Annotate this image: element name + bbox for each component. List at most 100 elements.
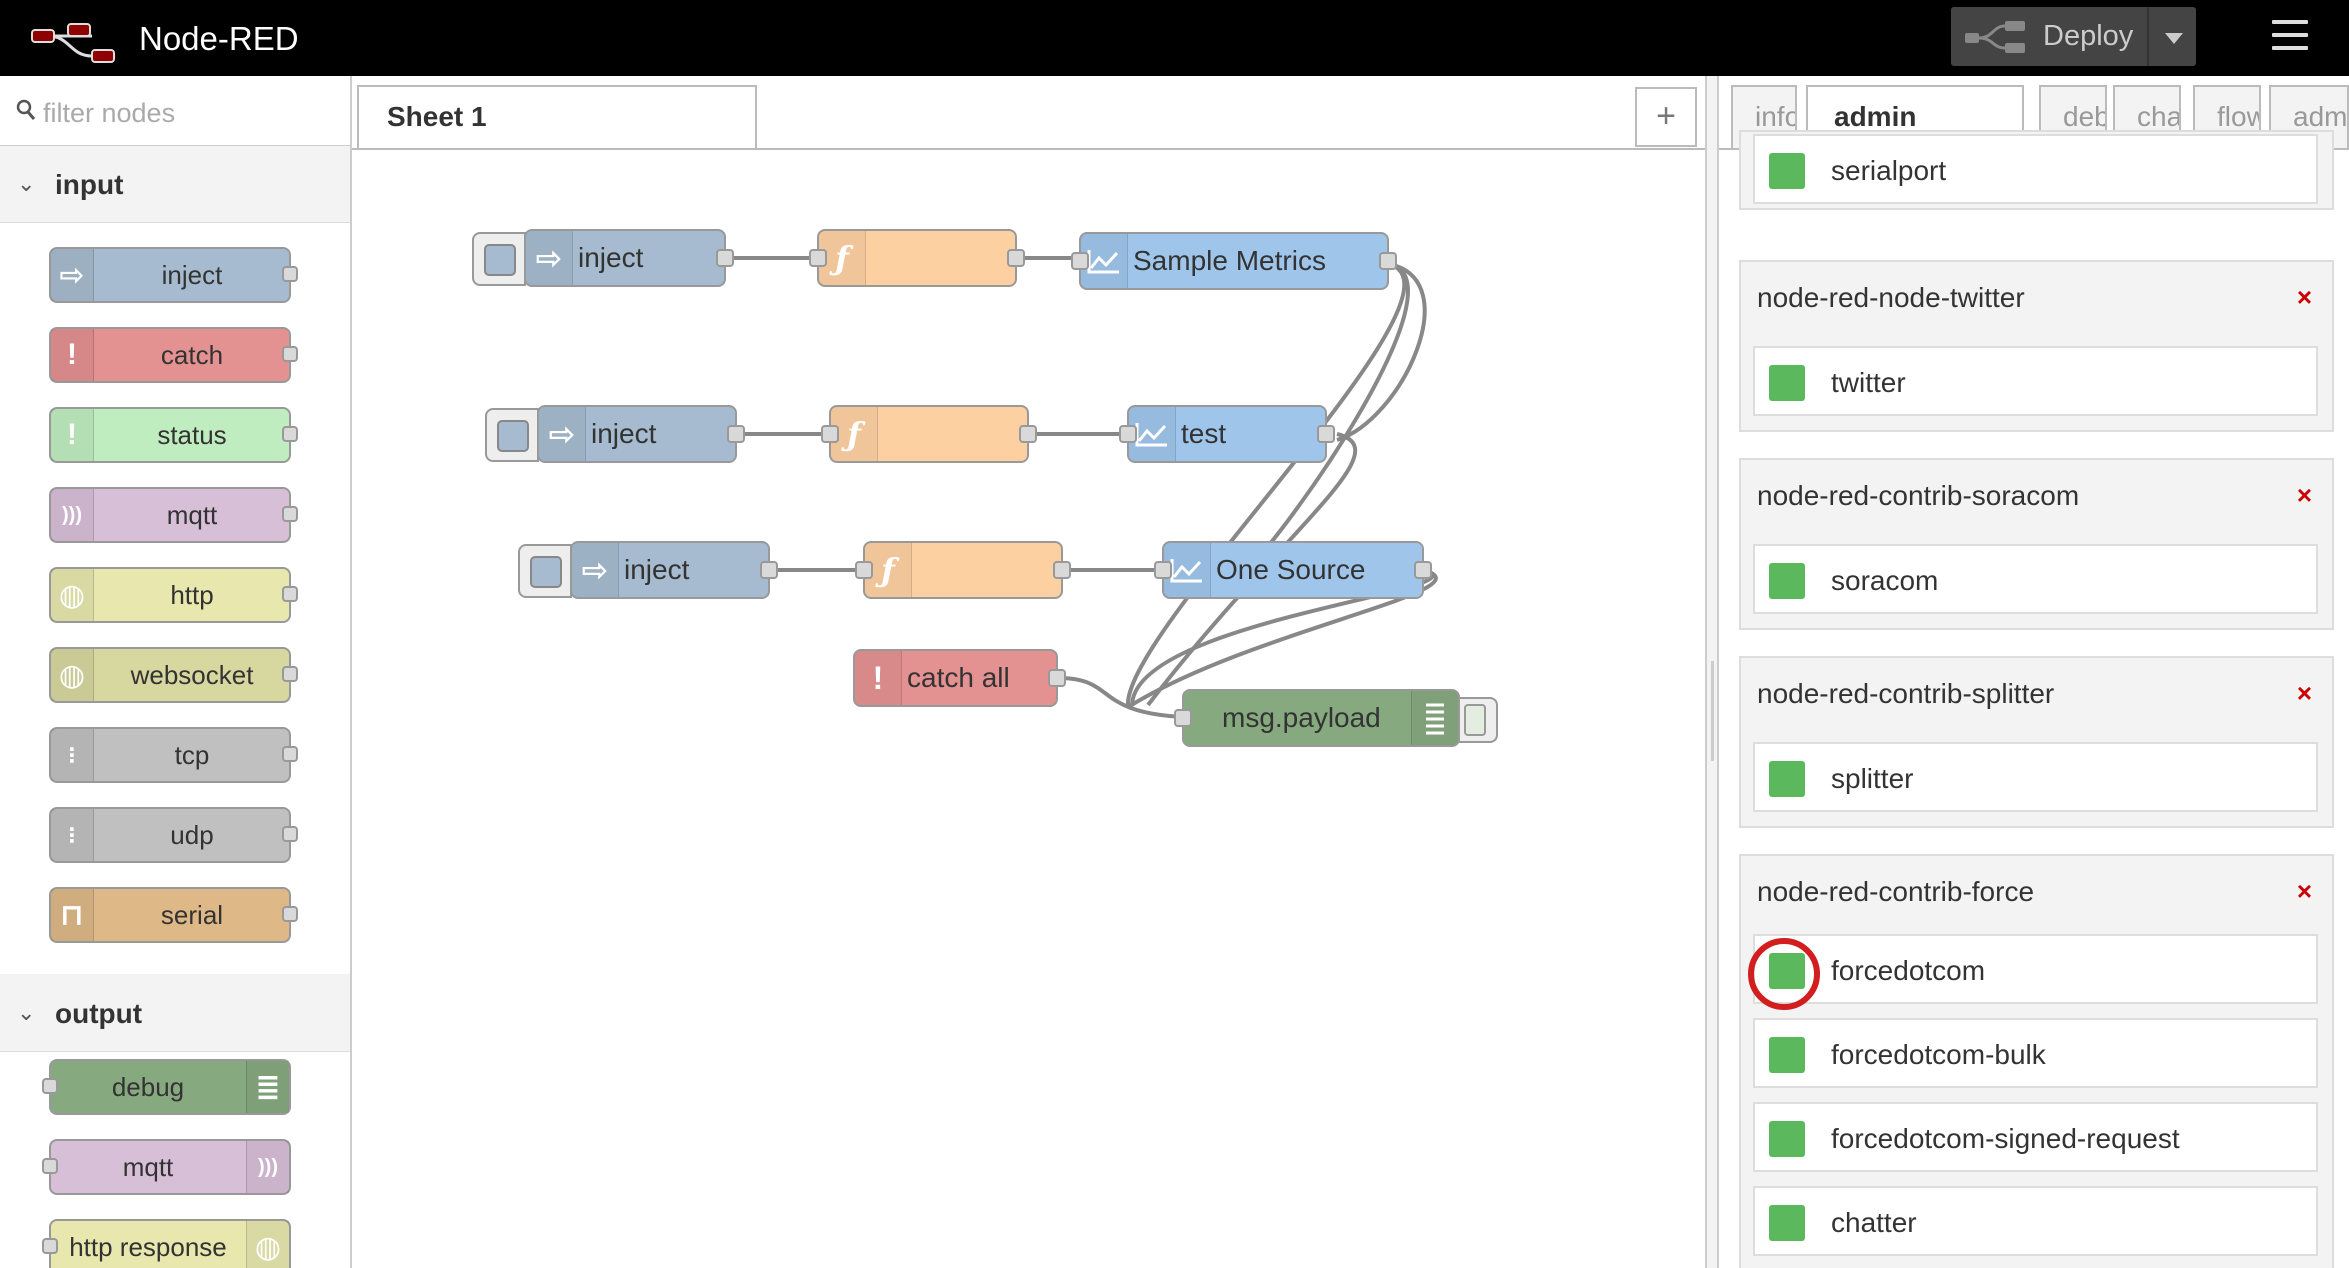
module-card-node-red-contrib-force: node-red-contrib-force × forcedotcom for…: [1739, 854, 2334, 1268]
palette-node-debug[interactable]: ≣ debug: [42, 1059, 291, 1115]
tab-label: admin: [1834, 101, 1917, 132]
wire: [1057, 676, 1183, 719]
output-port[interactable]: [1053, 561, 1071, 579]
node-label: [917, 543, 1055, 597]
palette-node-serial[interactable]: ⊓serial: [49, 887, 298, 943]
palette-node-label: debug: [111, 1072, 185, 1102]
deploy-button[interactable]: Deploy: [1951, 7, 2196, 66]
arrow-right-icon: ⇨: [51, 249, 94, 301]
palette-node-mqtt[interactable]: )))mqtt: [42, 1139, 291, 1195]
palette-node-catch[interactable]: !catch: [49, 327, 298, 383]
node-enabled-swatch[interactable]: [1769, 1121, 1805, 1157]
palette-category-output[interactable]: ⌄ output: [0, 976, 350, 1052]
node-enabled-swatch[interactable]: [1769, 153, 1805, 189]
globe-icon: ◍: [51, 569, 94, 621]
input-port[interactable]: [821, 425, 839, 443]
flow-canvas[interactable]: ⇨ inject ƒ Sample Metrics ⇨ inject ƒ tes…: [352, 150, 1705, 1268]
palette-node-websocket[interactable]: ◍websocket: [49, 647, 298, 703]
tab-sheet-1[interactable]: Sheet 1: [357, 85, 757, 148]
output-port: [282, 666, 298, 682]
flow-node-function[interactable]: ƒ: [809, 229, 1025, 287]
output-port[interactable]: [760, 561, 778, 579]
node-enabled-swatch[interactable]: [1769, 1037, 1805, 1073]
palette-node-mqtt[interactable]: )))mqtt: [49, 487, 298, 543]
flow-node-debug-msg-payload[interactable]: msg.payload: [1174, 689, 1498, 747]
module-node-soracom[interactable]: soracom: [1753, 544, 2318, 614]
search-icon: [16, 99, 36, 120]
flow-node-inject[interactable]: ⇨ inject: [485, 405, 745, 463]
input-port[interactable]: [809, 249, 827, 267]
node-name: serialport: [1831, 155, 1947, 186]
input-port[interactable]: [1071, 252, 1089, 270]
remove-module-icon[interactable]: ×: [2296, 480, 2312, 510]
output-port[interactable]: [1414, 561, 1432, 579]
flow-node-function[interactable]: ƒ: [855, 541, 1071, 599]
output-port[interactable]: [1007, 249, 1025, 267]
palette-node-inject[interactable]: ⇨inject: [49, 247, 298, 303]
remove-module-icon[interactable]: ×: [2296, 876, 2312, 906]
palette-node-label: websocket: [130, 660, 254, 690]
list-icon: ≣: [246, 1061, 289, 1113]
debug-toggle-button[interactable]: [1458, 697, 1498, 743]
output-port[interactable]: [1019, 425, 1037, 443]
module-node-serialport[interactable]: serialport: [1753, 134, 2318, 204]
output-port[interactable]: [1379, 252, 1397, 270]
node-name: twitter: [1831, 367, 1906, 398]
palette-node-udp[interactable]: ⋮udp: [49, 807, 298, 863]
input-port[interactable]: [1174, 709, 1192, 727]
flow-node-inject[interactable]: ⇨ inject: [518, 541, 778, 599]
flow-node-chart-test[interactable]: test: [1119, 405, 1335, 463]
main-menu-hamburger-icon[interactable]: [2272, 20, 2308, 52]
palette-node-status[interactable]: !status: [49, 407, 298, 463]
flow-node-function[interactable]: ƒ: [821, 405, 1037, 463]
wire: [1128, 568, 1438, 708]
flow-node-chart-one-source[interactable]: One Source: [1154, 541, 1432, 599]
sidebar-resize-handle[interactable]: [1705, 76, 1719, 1268]
module-node-twitter[interactable]: twitter: [1753, 346, 2318, 416]
module-node-forcedotcom[interactable]: forcedotcom: [1753, 934, 2318, 1004]
remove-module-icon[interactable]: ×: [2296, 282, 2312, 312]
output-port[interactable]: [727, 425, 745, 443]
flow-node-inject[interactable]: ⇨ inject: [472, 229, 734, 287]
add-flow-tab-button[interactable]: +: [1635, 87, 1697, 147]
input-port[interactable]: [1119, 425, 1137, 443]
input-port[interactable]: [1154, 561, 1172, 579]
node-label: msg.payload: [1222, 702, 1381, 733]
input-port[interactable]: [855, 561, 873, 579]
output-port: [282, 266, 298, 282]
palette-category-input[interactable]: ⌄ input: [0, 147, 350, 223]
output-port: [282, 346, 298, 362]
deploy-icon: [1965, 21, 2025, 53]
chevron-down-icon: ⌄: [17, 171, 36, 196]
arrow-right-icon: ⇨: [572, 543, 619, 597]
node-enabled-swatch[interactable]: [1769, 563, 1805, 599]
node-enabled-swatch[interactable]: [1769, 1205, 1805, 1241]
output-port[interactable]: [716, 249, 734, 267]
output-port[interactable]: [1048, 669, 1066, 687]
palette-node-tcp[interactable]: ⋮tcp: [49, 727, 298, 783]
deploy-dropdown-caret-icon[interactable]: [2165, 33, 2183, 44]
module-card-node-red-contrib-splitter: node-red-contrib-splitter × splitter: [1739, 656, 2334, 828]
workspace-tabs: Sheet 1 +: [352, 76, 1705, 150]
module-name: node-red-contrib-splitter: [1757, 678, 2055, 709]
flow-node-catch-all[interactable]: ! catch all: [853, 649, 1066, 707]
palette-node-label: http response: [69, 1232, 227, 1262]
palette-node-http-response[interactable]: ◍http response: [42, 1219, 291, 1268]
inject-trigger-button[interactable]: [518, 544, 572, 598]
module-card-serialport: serialport: [1739, 130, 2334, 210]
module-node-splitter[interactable]: splitter: [1753, 742, 2318, 812]
sidebar: info admin debug charts flows admin seri…: [1719, 76, 2349, 1268]
inject-trigger-button[interactable]: [472, 232, 526, 286]
module-node-forcedotcom-signed-request[interactable]: forcedotcom-signed-request: [1753, 1102, 2318, 1172]
node-enabled-swatch[interactable]: [1769, 761, 1805, 797]
palette-node-http[interactable]: ◍http: [49, 567, 298, 623]
filter-nodes-input[interactable]: filter nodes: [0, 76, 350, 146]
module-node-forcedotcom-bulk[interactable]: forcedotcom-bulk: [1753, 1018, 2318, 1088]
palette-node-label: mqtt: [166, 500, 218, 530]
remove-module-icon[interactable]: ×: [2296, 678, 2312, 708]
output-port[interactable]: [1317, 425, 1335, 443]
inject-trigger-button[interactable]: [485, 408, 539, 462]
module-node-chatter[interactable]: chatter: [1753, 1186, 2318, 1256]
node-enabled-swatch[interactable]: [1769, 365, 1805, 401]
flow-node-chart-sample-metrics[interactable]: Sample Metrics: [1071, 232, 1397, 290]
